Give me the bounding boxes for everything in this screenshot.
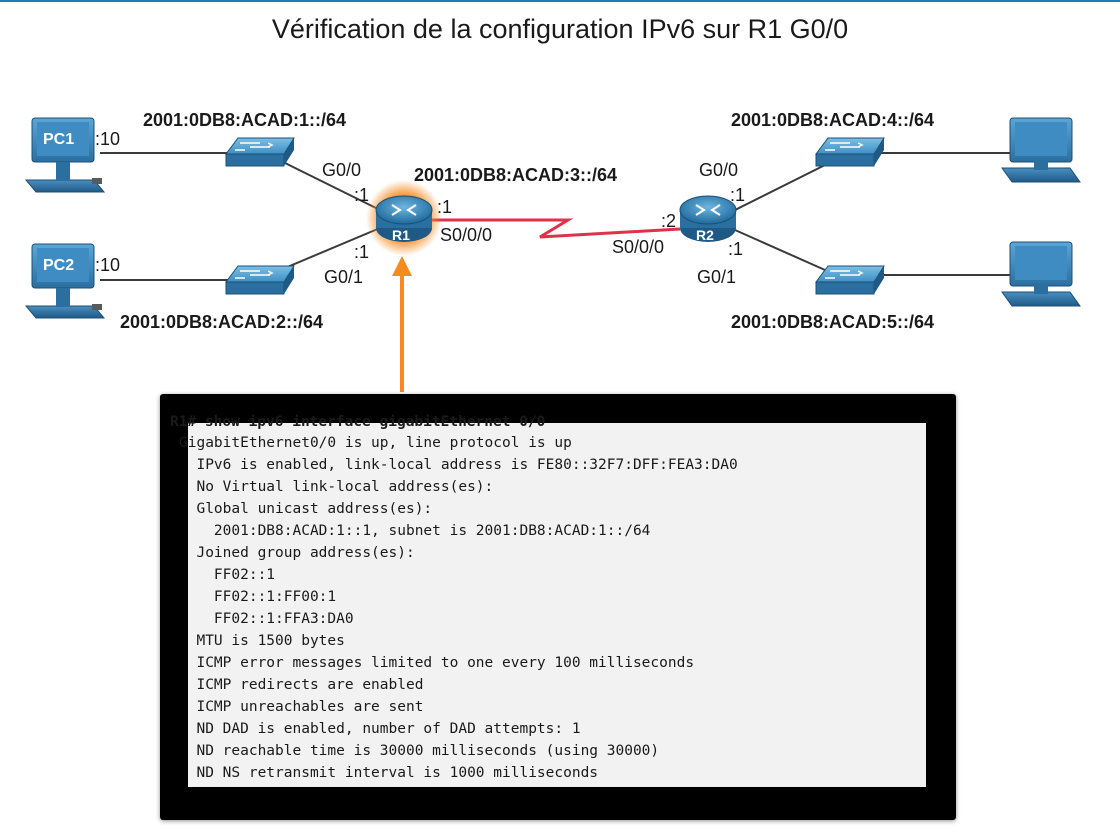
r2-label: R2 [696, 227, 714, 243]
r1-g01-label: G0/1 [324, 267, 364, 287]
pc-lan5-icon [1001, 241, 1081, 307]
router-r2-icon [679, 195, 737, 242]
network-lan5-label: 2001:0DB8:ACAD:5::/64 [731, 312, 935, 332]
switch-lan1-icon [225, 137, 295, 167]
pc2-label: PC2 [43, 257, 75, 274]
r1-g00-id: :1 [354, 185, 370, 205]
pc1-icon [24, 117, 106, 193]
terminal-line: ICMP error messages limited to one every… [179, 655, 695, 671]
terminal-line: FF02::1:FF00:1 [179, 589, 337, 605]
link-r2-sw4 [734, 164, 826, 211]
terminal-line: FF02::1:FFA3:DA0 [179, 611, 354, 627]
terminal-line: Joined group address(es): [179, 545, 415, 561]
terminal-line: ND NS retransmit interval is 1000 millis… [179, 765, 599, 781]
terminal-line: FF02::1 [179, 567, 276, 583]
link-sw2-r1 [284, 227, 381, 269]
r2-s000-label: S0/0/0 [612, 237, 665, 257]
pc2-icon [24, 243, 106, 319]
link-sw1-r1 [284, 162, 381, 211]
terminal-line: ND DAD is enabled, number of DAD attempt… [179, 721, 581, 737]
terminal-line: ND reachable time is 30000 milliseconds … [179, 743, 660, 759]
terminal-line: Global unicast address(es): [179, 501, 433, 517]
terminal-line: GigabitEthernet0/0 is up, line protocol … [179, 435, 572, 451]
terminal-output: R1# show ipv6 interface gigabitEthernet … [170, 414, 926, 787]
r1-g00-label: G0/0 [322, 160, 362, 180]
r1-label: R1 [392, 227, 410, 243]
r2-g01-label: G0/1 [697, 267, 737, 287]
switch-lan4-icon [815, 137, 885, 167]
terminal-line: MTU is 1500 bytes [179, 633, 345, 649]
serial-link [428, 218, 681, 239]
r2-g00-label: G0/0 [699, 160, 739, 180]
terminal-line: 2001:DB8:ACAD:1::1, subnet is 2001:DB8:A… [179, 523, 651, 539]
r2-g00-id: :1 [730, 185, 746, 205]
network-lan1-label: 2001:0DB8:ACAD:1::/64 [143, 110, 347, 130]
network-wan-label: 2001:0DB8:ACAD:3::/64 [414, 165, 618, 185]
highlight-arrow-icon [392, 256, 412, 392]
pc1-host-id: :10 [95, 129, 121, 149]
r2-s000-id: :2 [661, 211, 677, 231]
link-r2-sw5 [734, 229, 826, 271]
switch-lan2-icon [225, 265, 295, 295]
page-title: Vérification de la configuration IPv6 su… [271, 14, 849, 44]
top-accent-bar [0, 0, 1120, 2]
terminal-command-line: R1# show ipv6 interface gigabitEthernet … [170, 414, 546, 430]
terminal-line: No Virtual link-local address(es): [179, 479, 494, 495]
switch-lan5-icon [815, 265, 885, 295]
pc2-host-id: :10 [95, 255, 121, 275]
r1-s000-id: :1 [437, 197, 453, 217]
pc-lan4-icon [1001, 117, 1081, 183]
terminal-line: IPv6 is enabled, link-local address is F… [179, 457, 738, 473]
r1-g01-id: :1 [354, 242, 370, 262]
network-lan2-label: 2001:0DB8:ACAD:2::/64 [120, 312, 324, 332]
r2-g01-id: :1 [728, 239, 744, 259]
network-topology [24, 117, 1081, 392]
terminal-line: ICMP redirects are enabled [179, 677, 424, 693]
terminal-line: ICMP unreachables are sent [179, 699, 424, 715]
network-lan4-label: 2001:0DB8:ACAD:4::/64 [731, 110, 935, 130]
router-r1-icon [366, 180, 442, 256]
r1-s000-label: S0/0/0 [440, 225, 493, 245]
pc1-label: PC1 [43, 131, 75, 148]
